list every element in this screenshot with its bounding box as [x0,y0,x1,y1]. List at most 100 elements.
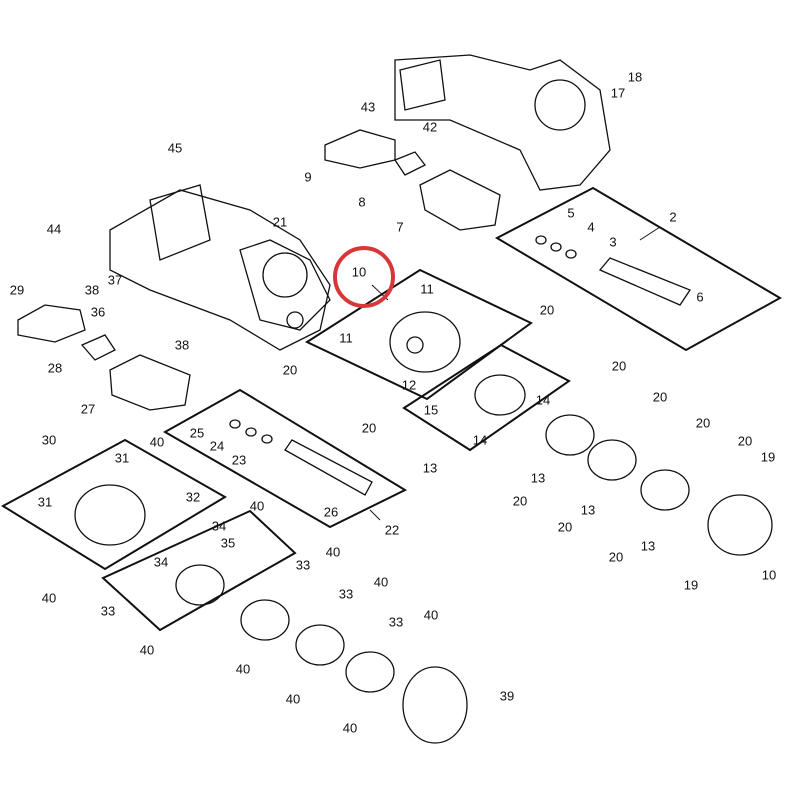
callout-9: 9 [304,169,312,185]
callout-32: 32 [185,489,201,505]
callout-10-highlighted: 10 [351,264,367,280]
callout-14: 14 [535,392,551,408]
cylinder-6 [598,257,691,306]
group-box-30 [1,438,227,571]
idler-10b [707,494,773,556]
callout-19: 19 [760,449,776,465]
callout-40: 40 [139,642,155,658]
roller-13a [545,414,595,456]
callout-30: 30 [41,432,57,448]
roller-33a [175,564,225,606]
callout-18: 18 [627,69,643,85]
roller-33c [295,624,345,666]
callout-13: 13 [580,502,596,518]
callout-7: 7 [396,219,404,235]
callout-40: 40 [149,434,165,450]
callout-40: 40 [373,574,389,590]
callout-6: 6 [696,289,704,305]
callout-21: 21 [272,214,288,230]
callout-38: 38 [174,337,190,353]
callout-39: 39 [499,688,515,704]
callout-4: 4 [587,219,595,235]
callout-20: 20 [608,549,624,565]
callout-19: 19 [683,577,699,593]
callout-28: 28 [47,360,63,376]
pad-9 [324,129,396,169]
callout-11: 11 [420,281,434,297]
roller-13b [587,439,637,481]
callout-20: 20 [539,302,555,318]
callout-24: 24 [209,438,225,454]
callout-40: 40 [285,691,301,707]
callout-33: 33 [100,603,116,619]
callout-20: 20 [737,433,753,449]
callout-40: 40 [249,498,265,514]
callout-33: 33 [388,614,404,630]
callout-5: 5 [567,205,575,221]
group-box-10 [304,268,533,401]
highlight-circle [333,246,395,308]
callout-17: 17 [610,85,626,101]
callout-40: 40 [342,720,358,736]
callout-40: 40 [235,661,251,677]
callout-29: 29 [9,282,25,298]
roller-33d [345,651,395,693]
callout-3: 3 [609,234,617,250]
callout-8: 8 [358,194,366,210]
callout-10: 10 [761,567,777,583]
callout-22: 22 [384,522,400,538]
group-box-34 [101,509,297,632]
callout-20: 20 [557,519,573,535]
group-box-15 [402,343,571,452]
callout-31: 31 [37,494,53,510]
callout-13: 13 [640,538,656,554]
roller-33b [240,599,290,641]
callout-13: 13 [530,470,546,486]
callout-20: 20 [512,493,528,509]
callout-20: 20 [652,389,668,405]
cylinder-22 [284,439,373,496]
callout-38: 38 [84,282,100,298]
plate-28 [80,334,116,361]
callout-27: 27 [80,401,96,417]
idler-30 [74,484,146,546]
pad-27 [109,354,191,411]
callout-15: 15 [423,402,439,418]
callout-34: 34 [211,518,227,534]
pad-29 [17,304,86,343]
callout-45: 45 [167,140,183,156]
callout-40: 40 [41,590,57,606]
roller-13c [640,469,690,511]
callout-33: 33 [338,586,354,602]
callout-23: 23 [231,452,247,468]
callout-35: 35 [220,535,236,551]
callout-2: 2 [669,209,677,225]
plate-8 [394,151,426,176]
callout-44: 44 [46,221,62,237]
callout-40: 40 [325,544,341,560]
callout-43: 43 [360,99,376,115]
group-box-22 [162,388,408,529]
callout-42: 42 [422,119,438,135]
callout-11: 11 [339,330,353,346]
rear-frame [394,54,611,191]
callout-13: 13 [422,460,438,476]
callout-20: 20 [282,362,298,378]
callout-25: 25 [189,425,205,441]
callout-34: 34 [153,554,169,570]
callout-36: 36 [90,304,106,320]
track-frame [109,189,331,351]
callout-20: 20 [611,358,627,374]
callout-14: 14 [472,432,488,448]
idler-10 [389,311,461,373]
callout-20: 20 [695,415,711,431]
roller-15 [474,374,526,416]
callout-20: 20 [361,420,377,436]
callout-33: 33 [295,557,311,573]
callout-31: 31 [114,450,130,466]
group-box-2 [494,186,783,352]
callout-12: 12 [401,377,417,393]
idler-39 [402,666,468,744]
